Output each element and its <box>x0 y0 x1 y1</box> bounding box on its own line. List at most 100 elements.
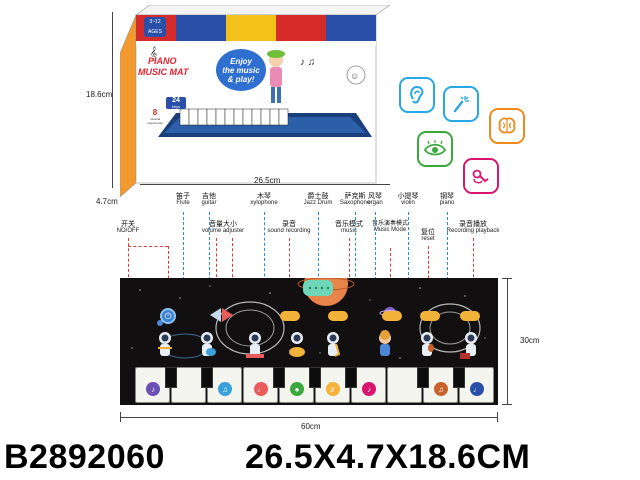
instruments-badge-label: musical instruments <box>147 117 163 125</box>
callout-volume-cn: 音量大小 <box>208 221 237 228</box>
mat-width-tick-left <box>120 412 121 422</box>
volume-down-button[interactable] <box>210 308 221 322</box>
instruments-badge: 8 musical instruments <box>144 108 166 126</box>
mat-height-tick-top <box>502 278 512 279</box>
callout-volume: 音量大小 volume adjuster <box>202 221 244 235</box>
ear-icon <box>399 77 435 113</box>
age-badge: 3~12 AGES <box>144 17 166 37</box>
callout-music-mode-cn: 音乐演奏模式 <box>371 221 408 227</box>
astronaut-flute[interactable] <box>154 330 176 360</box>
xylophone-icon: ♩ <box>254 382 268 396</box>
music-play-mode-button[interactable] <box>382 311 402 321</box>
violin-icon: ♫ <box>434 382 448 396</box>
box-width-dimline <box>140 184 390 185</box>
black-key-2[interactable] <box>201 367 213 388</box>
leader-line-music <box>349 238 350 308</box>
product-code: B2892060 <box>4 438 165 476</box>
callout-music: 音乐模式 music <box>335 221 363 235</box>
recording-playback-button[interactable] <box>460 311 480 321</box>
power-button[interactable]: ⏻ <box>160 308 176 324</box>
black-key-6[interactable] <box>417 367 429 388</box>
leader-line-sound-recording <box>289 238 290 308</box>
callout-xylophone-en: xylophone <box>250 200 278 207</box>
black-key-1[interactable] <box>165 367 177 388</box>
brain-icon <box>489 108 525 144</box>
astronaut-piano[interactable] <box>460 330 482 360</box>
astronaut-organ[interactable] <box>374 330 396 360</box>
astronaut-violin[interactable] <box>416 330 438 360</box>
music-mode-button[interactable] <box>328 311 348 321</box>
reset-button[interactable] <box>420 311 440 321</box>
callout-jazz-drum-cn: 爵士鼓 <box>307 193 329 200</box>
leader-line-recording-playback <box>473 238 474 308</box>
callout-flute-cn: 笛子 <box>176 193 190 200</box>
mat-space-background <box>131 278 486 359</box>
enjoy-bubble: Enjoy the music & play! <box>216 49 266 91</box>
astronaut-xylophone[interactable] <box>244 330 266 360</box>
black-key-5[interactable] <box>345 367 357 388</box>
callout-saxophone-cn: 萨克斯 <box>344 193 366 200</box>
callout-power-cn: 开关 <box>120 221 135 228</box>
callout-power: 开关 NO/OFF <box>117 221 140 235</box>
box-depth-label: 4.7cm <box>96 197 118 206</box>
bubble-line2: the music <box>222 65 260 75</box>
callout-recording-playback-en: Recording playback <box>446 228 500 235</box>
leader-line-volume-a <box>216 238 217 308</box>
black-key-7[interactable] <box>453 367 465 388</box>
callout-organ-cn: 风琴 <box>367 193 382 200</box>
volume-up-button[interactable] <box>222 308 233 322</box>
leader-line-xylophone <box>264 212 265 302</box>
astronaut-saxophone[interactable] <box>322 330 344 360</box>
callout-music-mode: 音乐演奏模式 Music Mode <box>370 221 410 234</box>
callout-music-cn: 音乐模式 <box>335 221 363 228</box>
callout-sound-recording: 录音 sound recording <box>267 221 310 235</box>
callout-reset: 复位 reset <box>421 229 435 243</box>
leader-line-power-h <box>128 246 168 247</box>
callout-music-en: music <box>341 228 357 235</box>
callout-music-mode-en: Music Mode <box>373 227 407 234</box>
callout-power-en: NO/OFF <box>116 228 140 235</box>
black-key-3[interactable] <box>273 367 285 388</box>
guitar-icon: ♫ <box>218 382 232 396</box>
callout-saxophone: 萨克斯 Saxophone <box>340 193 370 207</box>
box-height-dimline <box>112 12 113 188</box>
mat-height-label: 30cm <box>520 336 540 345</box>
svg-text:𝄞: 𝄞 <box>150 46 157 60</box>
mat-width-label: 60cm <box>301 422 321 431</box>
callout-recording-playback-cn: 录音播放 <box>458 221 487 228</box>
callout-sound-recording-cn: 录音 <box>282 221 296 228</box>
leader-line-power-v2 <box>168 246 169 308</box>
svg-text:♪ ♫: ♪ ♫ <box>300 57 315 68</box>
piano-icon: ♩ <box>470 382 484 396</box>
product-box: ♪ ♫ 𝄞 ☺ 3~12 AGES PIANO MUSIC MAT Enjoy … <box>119 4 391 200</box>
callout-flute-en: Flute <box>176 200 190 207</box>
hand-sparkle-icon <box>443 86 479 122</box>
astronaut-guitar[interactable] <box>196 330 218 360</box>
box-title-line1: PIANO <box>148 56 177 66</box>
callout-saxophone-en: Saxophone <box>339 200 371 207</box>
callout-xylophone-cn: 木琴 <box>256 193 271 200</box>
callout-piano-en: piano <box>439 200 455 207</box>
eye-icon <box>417 131 453 167</box>
keys-badge-number: 24 <box>172 97 180 104</box>
callout-reset-en: reset <box>421 236 435 243</box>
recording-button[interactable] <box>280 311 300 321</box>
astronaut-jazz-drum[interactable] <box>286 330 308 360</box>
instruments-badge-number: 8 <box>152 108 158 117</box>
leader-line-power <box>128 238 129 308</box>
mat-width-dimline <box>120 417 498 418</box>
bubble-line1: Enjoy <box>230 56 252 66</box>
callout-piano: 钢琴 piano <box>440 193 455 207</box>
leader-line-saxophone <box>355 212 356 302</box>
box-height-label: 18.6cm <box>86 90 113 99</box>
leader-line-volume-b <box>232 238 233 308</box>
callout-flute: 笛子 Flute <box>176 193 190 207</box>
black-key-4[interactable] <box>309 367 321 388</box>
callout-sound-recording-en: sound recording <box>267 228 311 235</box>
box-title-line2: MUSIC MAT <box>138 67 189 77</box>
callout-reset-cn: 复位 <box>421 229 435 236</box>
bubble-line3: & play! <box>227 74 255 84</box>
piano-mat: ⏻ ♪ ♫ ♩ ● ♬ ♪ ♫ ♩ <box>120 278 498 405</box>
callout-volume-en: volume adjuster <box>201 228 245 235</box>
leader-line-jazz-drum <box>318 212 319 302</box>
